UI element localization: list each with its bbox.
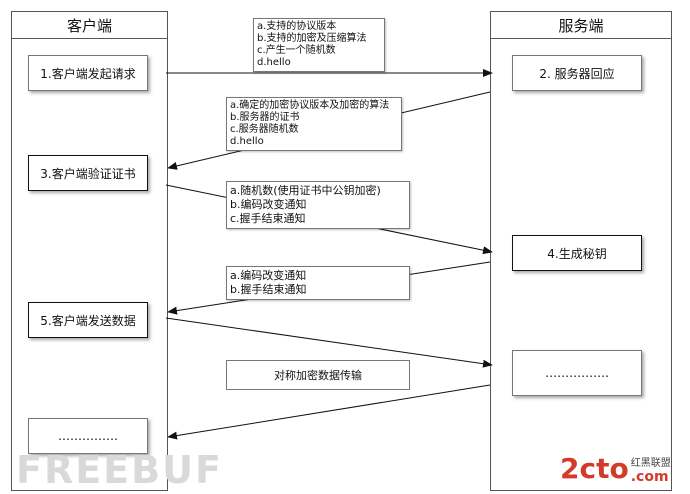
client-lane: 客户端 xyxy=(11,11,168,491)
note-line: c.产生一个随机数 xyxy=(257,45,336,56)
freebuf-watermark: FREEBUF xyxy=(16,448,223,492)
step-1-client-request: 1.客户端发起请求 xyxy=(28,55,148,91)
2cto-logo-text: 2cto xyxy=(560,452,629,485)
note-line: b.支持的加密及压缩算法 xyxy=(257,33,367,44)
note-line: b.握手结束通知 xyxy=(230,283,307,296)
note-line: b.编码改变通知 xyxy=(230,198,307,211)
note-key-exchange: a.随机数(使用证书中公钥加密) b.编码改变通知 c.握手结束通知 xyxy=(226,181,410,229)
step-5-send-data: 5.客户端发送数据 xyxy=(28,302,148,338)
2cto-logo-sub: 红黑联盟 .com xyxy=(631,454,671,485)
note-line: d.hello xyxy=(230,136,264,147)
server-lane-title: 服务端 xyxy=(491,12,671,39)
note-line: c.服务器随机数 xyxy=(230,124,299,135)
note-line: c.握手结束通知 xyxy=(230,212,306,225)
note-symmetric-transfer: 对称加密数据传输 xyxy=(226,360,410,390)
note-server-finished: a.编码改变通知 b.握手结束通知 xyxy=(226,266,410,300)
step-3-verify-certificate: 3.客户端验证证书 xyxy=(28,155,148,191)
note-line: a.确定的加密协议版本及加密的算法 xyxy=(230,100,390,111)
note-line: b.服务器的证书 xyxy=(230,112,300,123)
note-client-hello: a.支持的协议版本 b.支持的加密及压缩算法 c.产生一个随机数 d.hello xyxy=(253,18,385,72)
note-line: d.hello xyxy=(257,57,291,68)
2cto-logo-cn: 红黑联盟 xyxy=(630,458,671,469)
note-line: a.随机数(使用证书中公钥加密) xyxy=(230,184,381,197)
step-2-server-response: 2. 服务器回应 xyxy=(512,55,642,91)
2cto-logo-com: .com xyxy=(630,469,669,485)
arrow-app-data-out xyxy=(165,317,493,368)
server-ellipsis-box: ……………. xyxy=(512,350,642,396)
client-lane-title: 客户端 xyxy=(12,12,167,39)
client-ellipsis-box: …………… xyxy=(28,418,148,454)
note-server-hello: a.确定的加密协议版本及加密的算法 b.服务器的证书 c.服务器随机数 d.he… xyxy=(226,97,402,151)
note-line: a.编码改变通知 xyxy=(230,269,307,282)
note-line: a.支持的协议版本 xyxy=(257,21,337,32)
step-4-generate-key: 4.生成秘钥 xyxy=(512,235,642,271)
2cto-watermark: 2cto 红黑联盟 .com xyxy=(560,452,671,485)
arrow-app-data-in xyxy=(167,384,491,440)
